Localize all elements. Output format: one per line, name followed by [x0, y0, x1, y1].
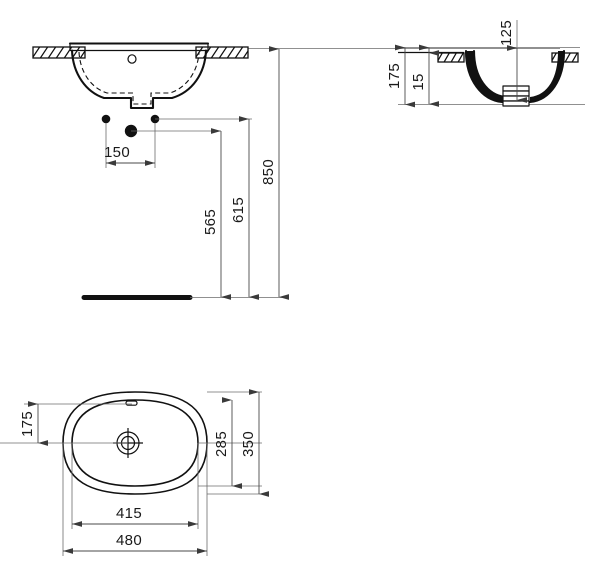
- dimension-150: 150: [104, 144, 155, 166]
- basin-rim-ends: [69, 43, 209, 51]
- dimension-125-label: 125: [498, 20, 515, 46]
- plan-outer-rim: [62, 391, 208, 495]
- supply-point-left: [101, 114, 111, 124]
- dimension-615: 615: [230, 116, 259, 300]
- plan-view: 175 285 350 415 480: [0, 389, 269, 556]
- dimension-175-plan-label: 175: [19, 411, 36, 437]
- dimension-850-label: 850: [260, 159, 277, 185]
- dimension-350-label: 350: [240, 431, 257, 457]
- dimension-480-label: 480: [116, 532, 142, 549]
- front-elevation-view: 150 565 615 850: [32, 42, 560, 300]
- dimension-480: 480: [63, 532, 207, 554]
- overflow-hole: [127, 54, 137, 64]
- side-bowl-wall-fill-right: [530, 51, 564, 102]
- plan-inner-bowl: [71, 399, 199, 487]
- drain-stack: [502, 85, 530, 107]
- side-section-view: 125 15 175: [386, 20, 585, 108]
- dimension-350: 350: [240, 389, 269, 497]
- dimension-125: 125: [498, 20, 527, 103]
- dimension-150-label: 150: [104, 144, 130, 161]
- side-bowl-wall-fill: [466, 51, 505, 102]
- dimension-15-label: 15: [410, 73, 427, 90]
- basin-bowl-hidden-profile: [78, 51, 200, 105]
- plan-overflow-slot: [125, 400, 138, 406]
- dimension-565-label: 565: [202, 209, 219, 235]
- dimension-175-side: 175: [386, 44, 415, 108]
- dimension-615-label: 615: [230, 197, 247, 223]
- dimension-415-label: 415: [116, 505, 142, 522]
- wall-hatch-left: [32, 46, 86, 59]
- dimension-850: 850: [260, 46, 289, 300]
- dimension-175-side-label: 175: [386, 63, 403, 89]
- dimension-175-plan: 175: [19, 401, 48, 446]
- dimension-285-label: 285: [213, 431, 230, 457]
- dimension-565: 565: [202, 128, 231, 300]
- dimension-415: 415: [72, 505, 198, 527]
- dimension-285: 285: [213, 397, 242, 489]
